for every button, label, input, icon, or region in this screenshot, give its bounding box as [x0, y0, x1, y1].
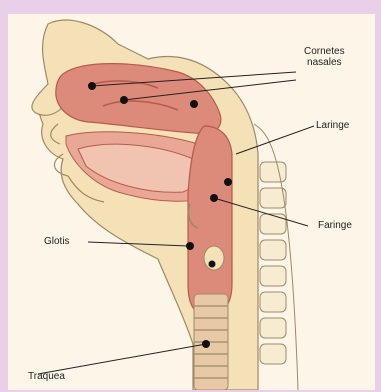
dot-traquea	[202, 340, 210, 348]
dot-laringe	[224, 178, 232, 186]
vertebrae	[260, 162, 286, 364]
label-glotis: Glotis	[44, 236, 70, 247]
label-cornetes-nasales: Cornetes nasales	[304, 46, 345, 68]
label-faringe: Faringe	[318, 220, 352, 231]
anatomy-diagram: Cornetes nasales Laringe Faringe Glotis …	[8, 14, 375, 390]
label-laringe: Laringe	[316, 120, 349, 131]
dot-larynx	[209, 261, 216, 268]
dot-cornete-2	[120, 96, 128, 104]
label-cornetes-line2: nasales	[304, 57, 345, 68]
head-neck-illustration	[8, 14, 375, 390]
dot-faringe	[210, 194, 218, 202]
dot-nasopharynx	[190, 100, 198, 108]
label-cornetes-line1: Cornetes	[304, 46, 345, 57]
label-traquea: Traquea	[28, 371, 65, 382]
dot-glotis	[186, 242, 194, 250]
pharynx	[188, 126, 232, 314]
dot-cornete-1	[88, 82, 96, 90]
